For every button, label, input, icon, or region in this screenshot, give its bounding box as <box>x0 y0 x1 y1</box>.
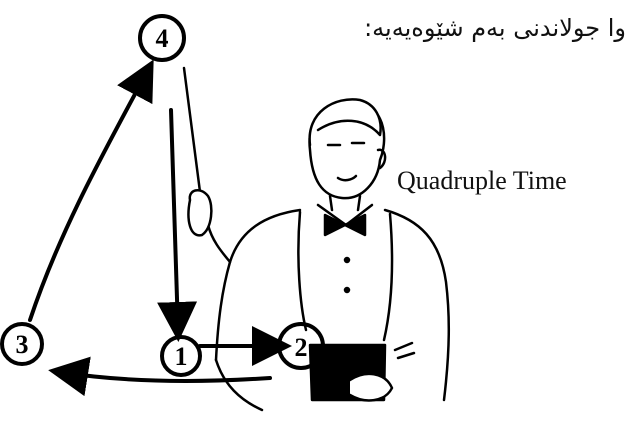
arrow-2-to-3 <box>48 356 272 397</box>
beat-1-marker: 1 <box>160 335 202 377</box>
arrow-4-to-1 <box>157 108 198 342</box>
conductor-illustration <box>187 98 451 412</box>
arrow-3-to-4 <box>28 59 154 322</box>
beat-4-marker: 4 <box>138 14 186 62</box>
beat-3-marker: 3 <box>0 322 44 366</box>
beat-4-label: 4 <box>156 24 169 53</box>
beat-1-label: 1 <box>175 342 188 371</box>
beat-2-label: 2 <box>295 333 308 362</box>
kurdish-heading: وا جولاندنی بەم شێوەیەیە: <box>364 14 626 42</box>
time-signature-caption: Quadruple Time <box>397 166 567 195</box>
beat-3-label: 3 <box>16 330 29 359</box>
